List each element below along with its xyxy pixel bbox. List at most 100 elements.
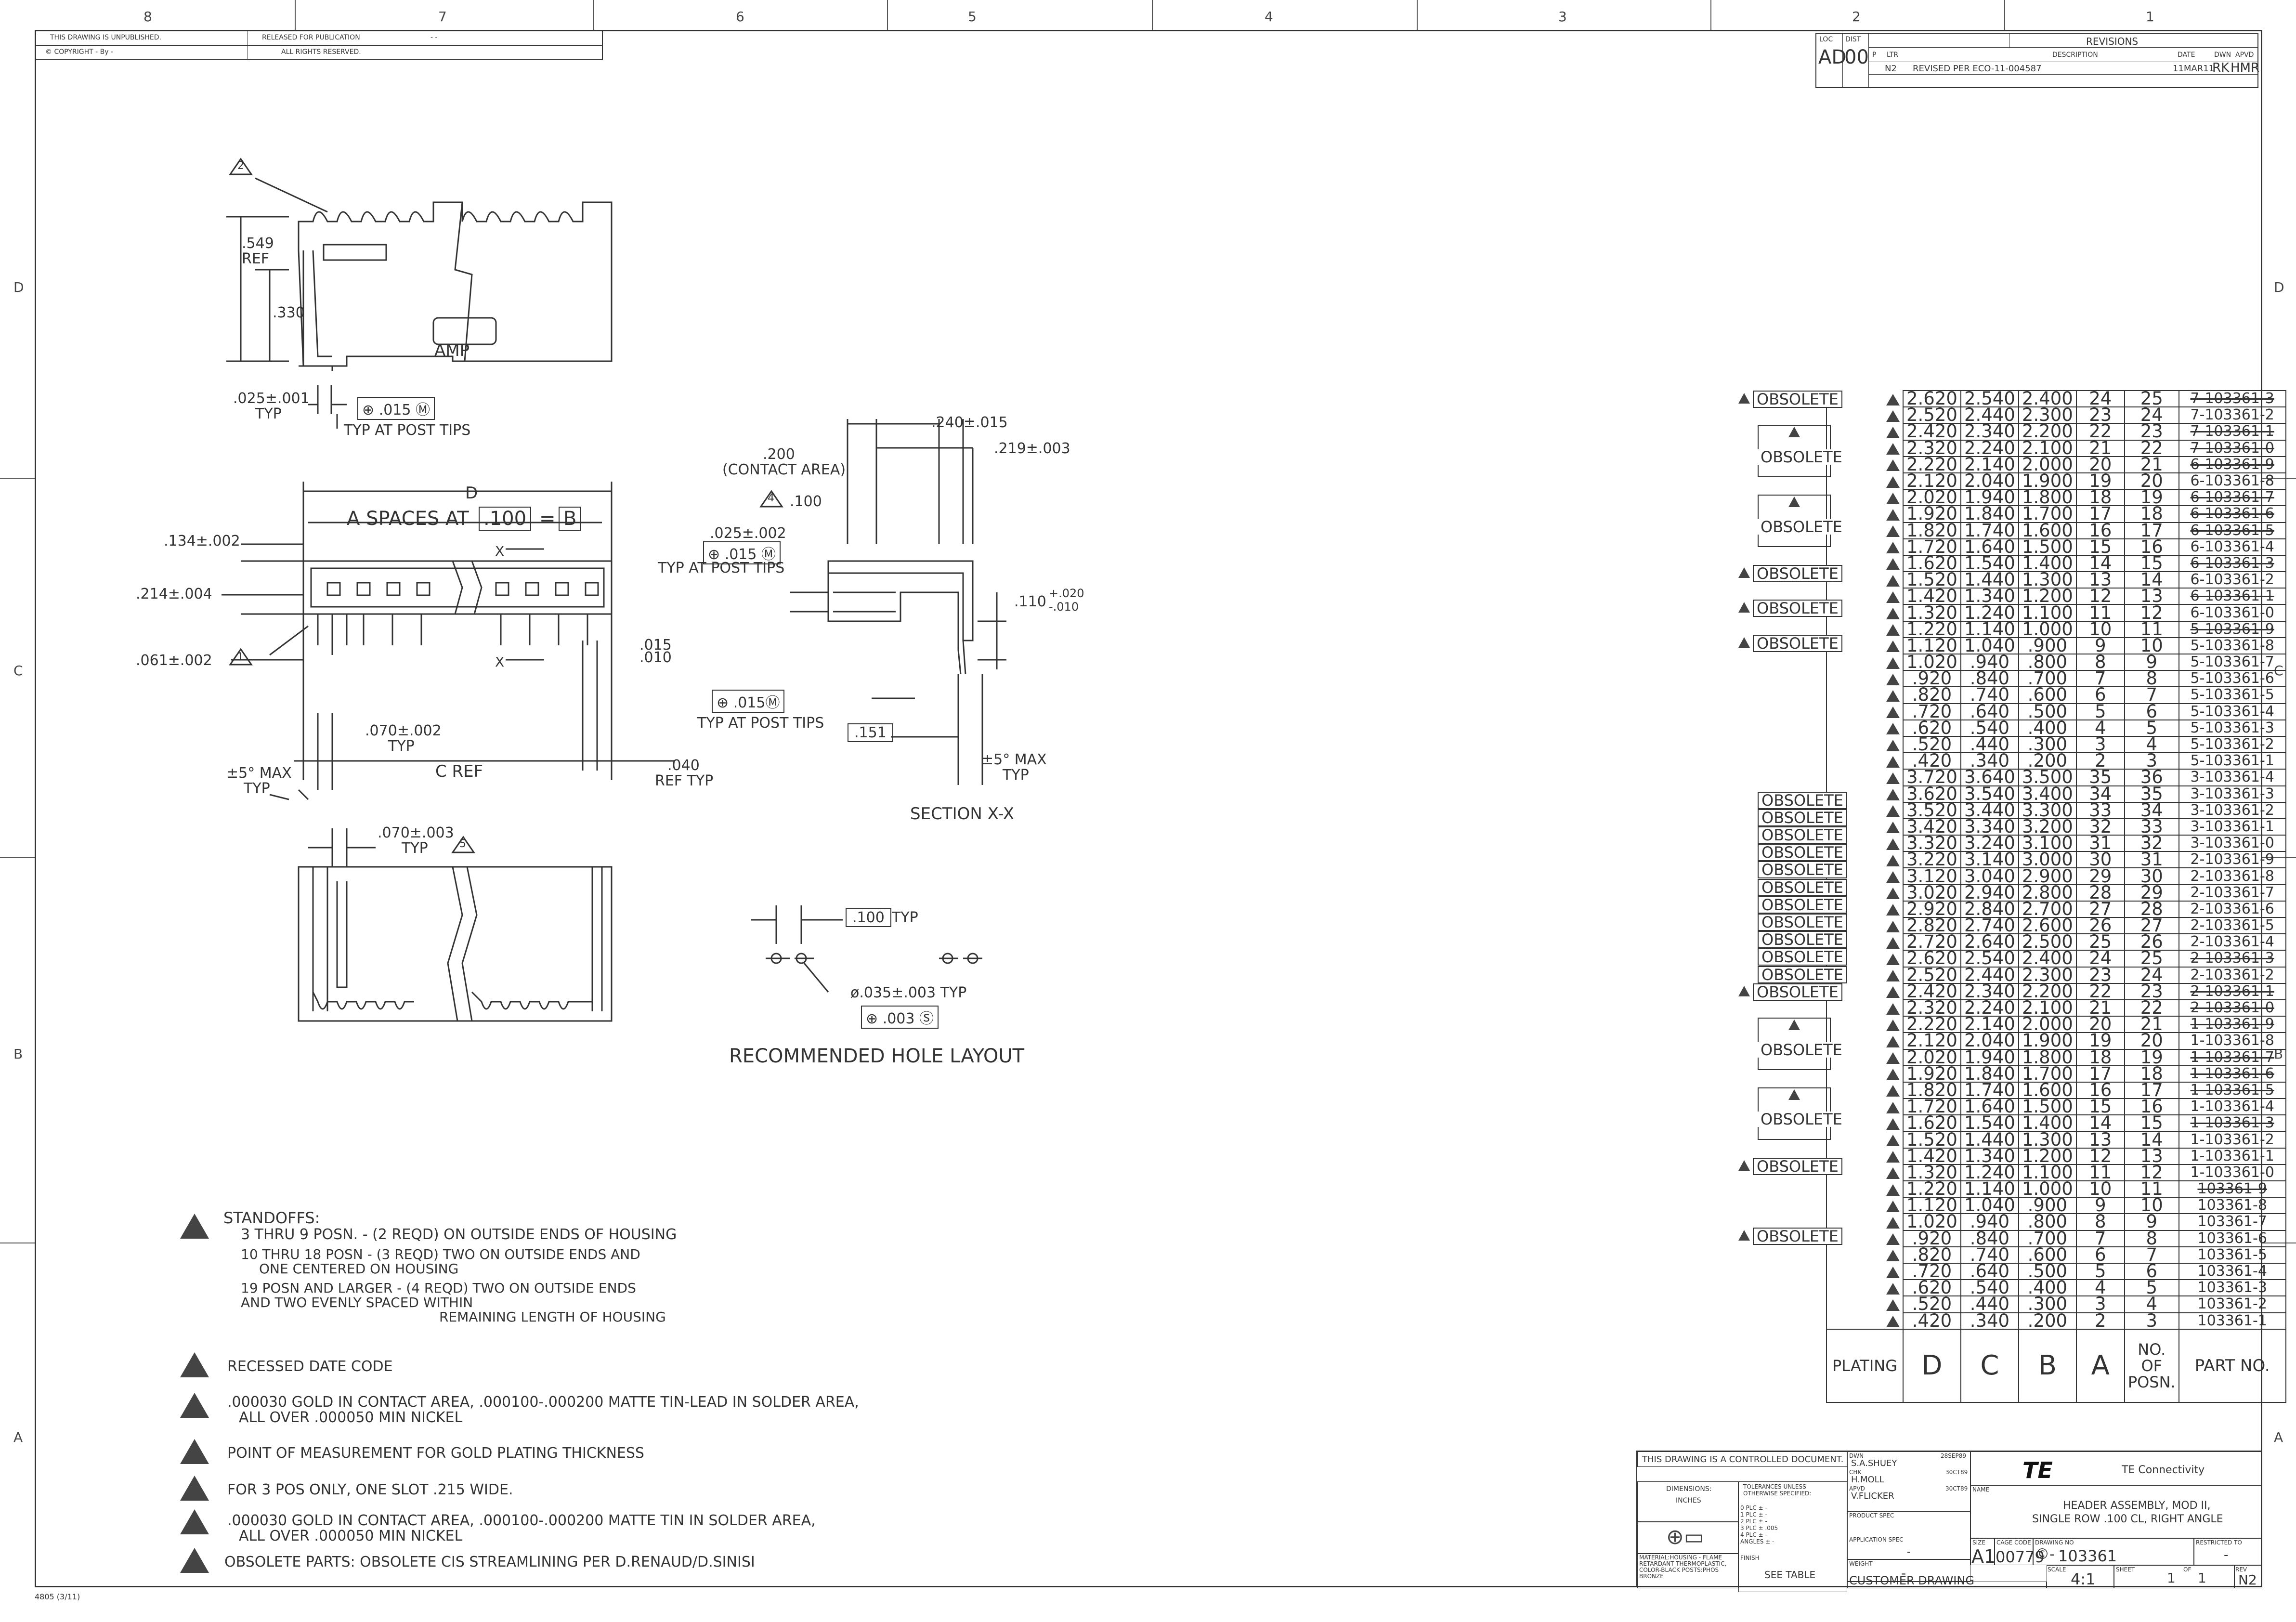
dim-c-cell: 1.240 bbox=[1960, 1164, 2019, 1181]
plating-note-icon bbox=[1886, 575, 1900, 587]
dim-c-cell: 2.840 bbox=[1960, 900, 2019, 918]
sheet-total: 1 bbox=[2198, 1570, 2206, 1586]
hole-layout-title: RECOMMENDED HOLE LAYOUT bbox=[729, 1045, 1025, 1067]
dim-a-cell: 22 bbox=[2075, 982, 2125, 1000]
size-label: SIZE bbox=[1972, 1539, 1985, 1546]
weight-cell bbox=[1847, 1559, 1970, 1582]
obsolete-label: OBSOLETE bbox=[1753, 391, 1842, 408]
plating-note-icon bbox=[1886, 739, 1900, 751]
part-no-cell: 2-103361-3 bbox=[2178, 950, 2286, 968]
part-no-cell: 2-103361-0 bbox=[2178, 999, 2286, 1017]
dim-c-cell: 3.540 bbox=[1960, 785, 2019, 803]
part-no-cell: 103361-1 bbox=[2178, 1312, 2286, 1330]
dim-b-cell: 2.000 bbox=[2018, 456, 2077, 473]
dim-110: .110 bbox=[1014, 593, 1046, 610]
posn-cell: 35 bbox=[2124, 785, 2179, 803]
name-line2: SINGLE ROW .100 CL, RIGHT ANGLE bbox=[2032, 1513, 2223, 1525]
plating-note-icon bbox=[1886, 608, 1900, 620]
amp-mark: AMP bbox=[434, 341, 470, 360]
customer-cell bbox=[1847, 1582, 2047, 1588]
part-no-cell: 6-103361-6 bbox=[2178, 505, 2286, 523]
dim-c-cell: 3.040 bbox=[1960, 867, 2019, 885]
size-value: A1 bbox=[1971, 1546, 1996, 1567]
dim-b-cell: 1.100 bbox=[2018, 1164, 2077, 1181]
obsolete-note-icon bbox=[1738, 567, 1750, 578]
zone-divider bbox=[593, 0, 594, 30]
col-apvd: APVD bbox=[2235, 51, 2254, 59]
b-header: B bbox=[2018, 1328, 2077, 1403]
note-4-line: POINT OF MEASUREMENT FOR GOLD PLATING TH… bbox=[227, 1445, 644, 1462]
dim-b-cell: .200 bbox=[2018, 1311, 2077, 1330]
plating-note-icon bbox=[1886, 1299, 1900, 1311]
plc-0: 0 PLC ± - bbox=[1740, 1504, 1767, 1511]
dim-c-cell: 1.240 bbox=[1960, 603, 2019, 622]
dim-c-cell: 1.140 bbox=[1960, 1180, 2019, 1198]
posn-cell: 22 bbox=[2124, 439, 2179, 457]
dim-d-cell: .420 bbox=[1903, 752, 1961, 770]
dim-d-cell: 1.020 bbox=[1903, 653, 1961, 671]
zone-col-label: 7 bbox=[438, 9, 447, 25]
zone-columns: 8 7 6 5 4 3 2 1 bbox=[0, 0, 2296, 30]
posn-cell: 16 bbox=[2124, 538, 2179, 556]
dim-b-cell: .400 bbox=[2018, 1279, 2077, 1296]
plating-note-icon bbox=[1886, 871, 1900, 883]
dim-a-cell: 26 bbox=[2075, 916, 2125, 934]
chk-label: CHK bbox=[1849, 1469, 1862, 1476]
cage-label: CAGE CODE bbox=[1996, 1539, 2031, 1546]
c-mark-icon: ©- bbox=[2035, 1546, 2055, 1563]
obsolete-label: OBSOLETE bbox=[1758, 914, 1847, 931]
obsolete-label: OBSOLETE bbox=[1753, 1227, 1842, 1245]
obsolete-label: OBSOLETE bbox=[1753, 565, 1842, 582]
typ-post-tips: TYP AT POST TIPS bbox=[344, 422, 471, 439]
dim-c-cell: 2.240 bbox=[1960, 999, 2019, 1017]
posn-cell: 21 bbox=[2124, 456, 2179, 473]
obsolete-label: OBSOLETE bbox=[1758, 449, 1845, 465]
part-no-cell: 103361-4 bbox=[2178, 1262, 2286, 1281]
dim-b-cell: 1.200 bbox=[2018, 587, 2077, 605]
dwg-label: DRAWING NO bbox=[2035, 1539, 2074, 1546]
posn-cell: 8 bbox=[2124, 1230, 2179, 1247]
rev-ltr: N2 bbox=[1885, 64, 1897, 74]
name-label: NAME bbox=[1972, 1486, 1990, 1493]
dim-c-cell: 1.040 bbox=[1960, 1196, 2019, 1214]
sheet-cell bbox=[2114, 1565, 2234, 1588]
part-no-cell: 3-103361-0 bbox=[2178, 835, 2286, 852]
obsolete-note-icon bbox=[1738, 985, 1750, 996]
plating-note-icon bbox=[1886, 1184, 1900, 1196]
dim-549: .549 bbox=[242, 235, 274, 252]
dim-c-cell: 1.740 bbox=[1960, 1081, 2019, 1099]
obsolete-label: OBSOLETE bbox=[1753, 1157, 1842, 1175]
zone-divider bbox=[887, 0, 888, 30]
posn-cell: 27 bbox=[2124, 916, 2179, 934]
part-no-cell: 103361-6 bbox=[2178, 1230, 2286, 1247]
posn-cell: 25 bbox=[2124, 949, 2179, 968]
dim-c-cell: 1.540 bbox=[1960, 1114, 2019, 1132]
dim-typ: TYP bbox=[388, 738, 415, 755]
plating-note-icon bbox=[1886, 970, 1900, 982]
dim-d-cell: 1.720 bbox=[1903, 1098, 1961, 1115]
obsolete-label: OBSOLETE bbox=[1758, 844, 1847, 862]
dim-c-cell: 1.940 bbox=[1960, 1048, 2019, 1066]
plating-cell bbox=[1826, 670, 1904, 687]
dim-c-cell: 2.440 bbox=[1960, 406, 2019, 424]
release-note: RELEASED FOR PUBLICATION bbox=[262, 34, 360, 41]
plating-cell bbox=[1826, 506, 1904, 523]
note-3-line: .000030 GOLD IN CONTACT AREA, .000100-.0… bbox=[227, 1394, 859, 1411]
loc-value: AD bbox=[1818, 46, 1847, 68]
plating-note-icon bbox=[1886, 1052, 1900, 1064]
c-header: C bbox=[1960, 1328, 2019, 1403]
plating-header: PLATING bbox=[1826, 1328, 1904, 1403]
dim-d-cell: 1.220 bbox=[1903, 1180, 1961, 1198]
plc-4: 4 PLC ± - bbox=[1740, 1531, 1767, 1538]
hole-diameter: ø.035±.003 TYP bbox=[850, 984, 967, 1001]
callout-2: 2 bbox=[237, 160, 244, 172]
dim-c-cell: .940 bbox=[1960, 653, 2019, 671]
plating-note-icon bbox=[1886, 393, 1900, 406]
plating-cell bbox=[1826, 1246, 1904, 1263]
